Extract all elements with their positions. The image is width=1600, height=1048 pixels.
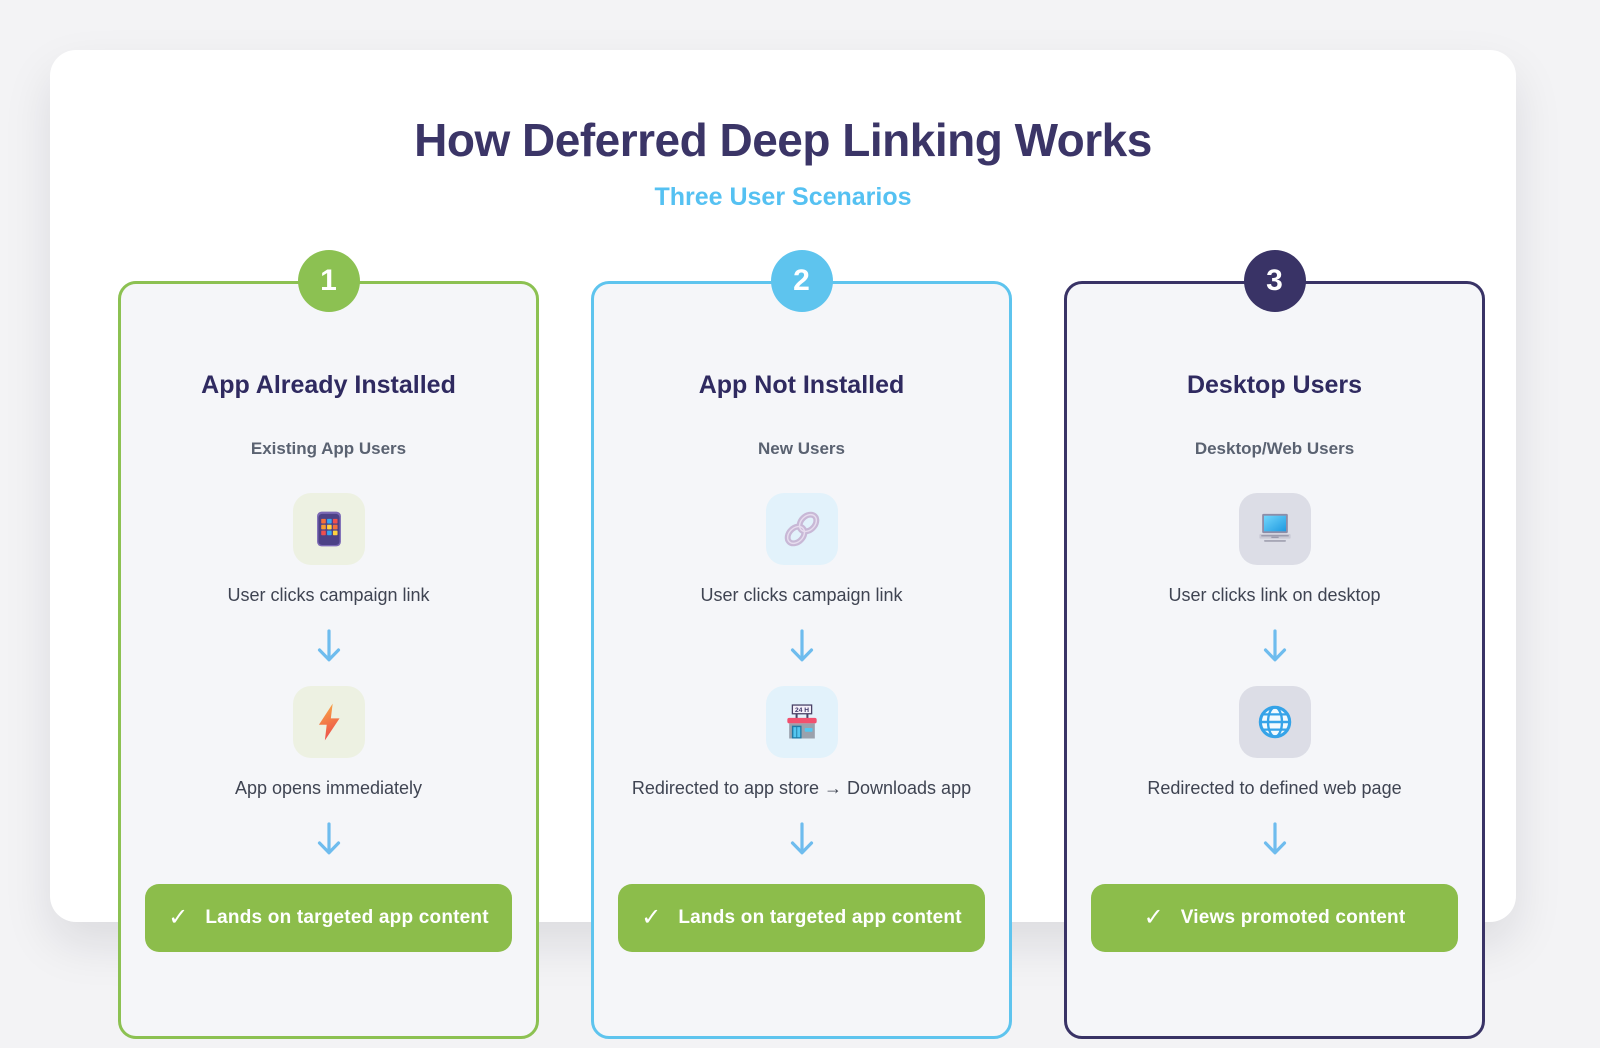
step-label: Redirected to defined web page	[1147, 778, 1402, 798]
check-icon: ✓	[1143, 904, 1164, 931]
card-subtitle: New Users	[758, 439, 845, 458]
step-number-badge: 1	[297, 250, 360, 312]
step-label: User clicks campaign link	[227, 585, 430, 605]
arrow-down-icon	[1260, 822, 1290, 856]
page-subtitle: Three User Scenarios	[654, 183, 912, 211]
result-label: Lands on targeted app content	[678, 907, 962, 928]
step-number-badge: 2	[770, 250, 833, 312]
laptop-icon	[1238, 493, 1311, 565]
step-label: App opens immediately	[234, 778, 423, 798]
result-pill: ✓ Views promoted content	[1091, 884, 1458, 952]
step-number-badge: 3	[1243, 250, 1306, 312]
page-title: How Deferred Deep Linking Works	[414, 114, 1152, 166]
step-label: User clicks link on desktop	[1168, 585, 1381, 605]
card-subtitle: Existing App Users	[250, 439, 407, 458]
result-pill: ✓ Lands on targeted app content	[145, 884, 512, 952]
step-label: Redirected to app store → Downloads app	[631, 778, 972, 798]
result-label: Views promoted content	[1180, 907, 1406, 928]
app-grid-icon	[292, 493, 365, 565]
check-icon: ✓	[168, 904, 189, 931]
card-title: App Not Installed	[698, 371, 905, 399]
chain-link-icon	[765, 493, 838, 565]
check-icon: ✓	[641, 904, 662, 931]
card-title: Desktop Users	[1186, 371, 1363, 399]
step-label: User clicks campaign link	[700, 585, 903, 605]
arrow-down-icon	[787, 822, 817, 856]
lightning-icon	[292, 686, 365, 758]
arrow-down-icon	[787, 629, 817, 663]
result-label: Lands on targeted app content	[205, 907, 489, 928]
card-subtitle: Desktop/Web Users	[1194, 439, 1355, 458]
store-sign-text: 24 H	[795, 707, 809, 714]
result-pill: ✓ Lands on targeted app content	[618, 884, 985, 952]
arrow-down-icon	[1260, 629, 1290, 663]
app-store-icon: 24 H	[765, 686, 838, 758]
globe-icon	[1238, 686, 1311, 758]
card-title: App Already Installed	[201, 371, 456, 399]
arrow-down-icon	[314, 629, 344, 663]
arrow-down-icon	[314, 822, 344, 856]
